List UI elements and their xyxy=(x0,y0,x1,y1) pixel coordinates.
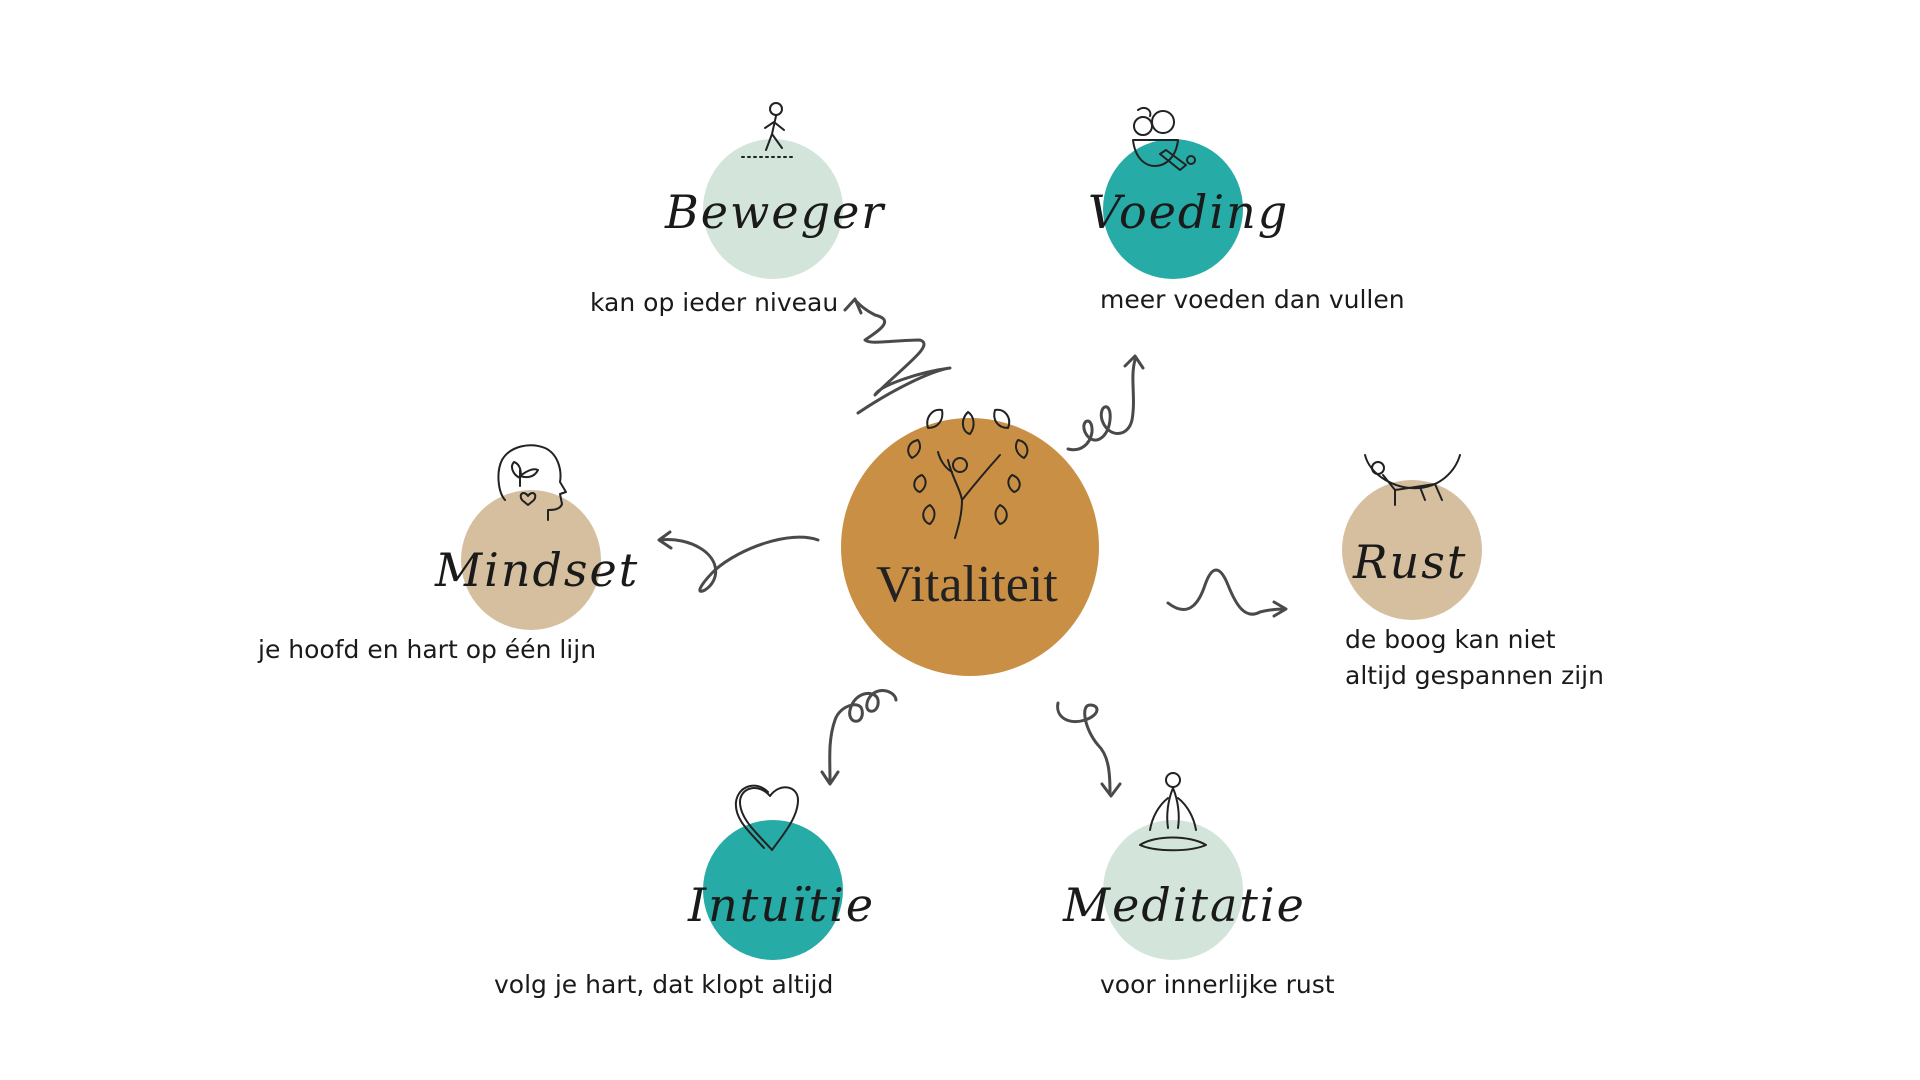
arrow-to-meditatie xyxy=(1056,701,1122,798)
mindset-description: je hoofd en hart op één lijn xyxy=(258,635,597,664)
meditatie-description: voor innerlijke rust xyxy=(1100,970,1335,999)
heart-icon xyxy=(734,784,799,851)
beweger-description: kan op ieder niveau xyxy=(590,288,839,317)
beweger-label: Beweger xyxy=(665,185,886,239)
food-bowl-icon xyxy=(1132,106,1196,171)
walking-person-icon xyxy=(741,102,796,158)
arrow-to-mindset xyxy=(657,530,820,593)
center-circle xyxy=(841,418,1099,676)
beweger-circle xyxy=(703,139,843,279)
voeding-circle xyxy=(1103,139,1243,279)
rust-circle xyxy=(1342,480,1482,620)
resting-person-icon xyxy=(1364,454,1461,506)
voeding-description: meer voeden dan vullen xyxy=(1100,285,1405,314)
tree-person-icon xyxy=(907,408,1029,539)
mindset-label: Mindset xyxy=(435,543,640,597)
arrow-to-rust xyxy=(1166,568,1288,618)
rust-description-line-2: altijd gespannen zijn xyxy=(1345,661,1604,690)
arrow-to-beweger xyxy=(843,297,952,415)
meditatie-circle xyxy=(1103,820,1243,960)
head-heart-icon xyxy=(497,444,567,521)
intuitie-label: Intuïtie xyxy=(688,878,876,932)
rust-description-line-1: de boog kan niet xyxy=(1345,625,1556,654)
arrow-to-intuitie xyxy=(820,689,898,786)
mindset-circle xyxy=(461,490,601,630)
intuitie-description: volg je hart, dat klopt altijd xyxy=(494,970,834,999)
rust-label: Rust xyxy=(1353,535,1468,589)
center-title: Vitaliteit xyxy=(876,556,1058,613)
meditatie-label: Meditatie xyxy=(1063,878,1306,932)
intuitie-circle xyxy=(703,820,843,960)
arrow-to-voeding xyxy=(1066,354,1145,452)
voeding-label: Voeding xyxy=(1088,185,1290,239)
meditating-person-icon xyxy=(1139,772,1207,852)
